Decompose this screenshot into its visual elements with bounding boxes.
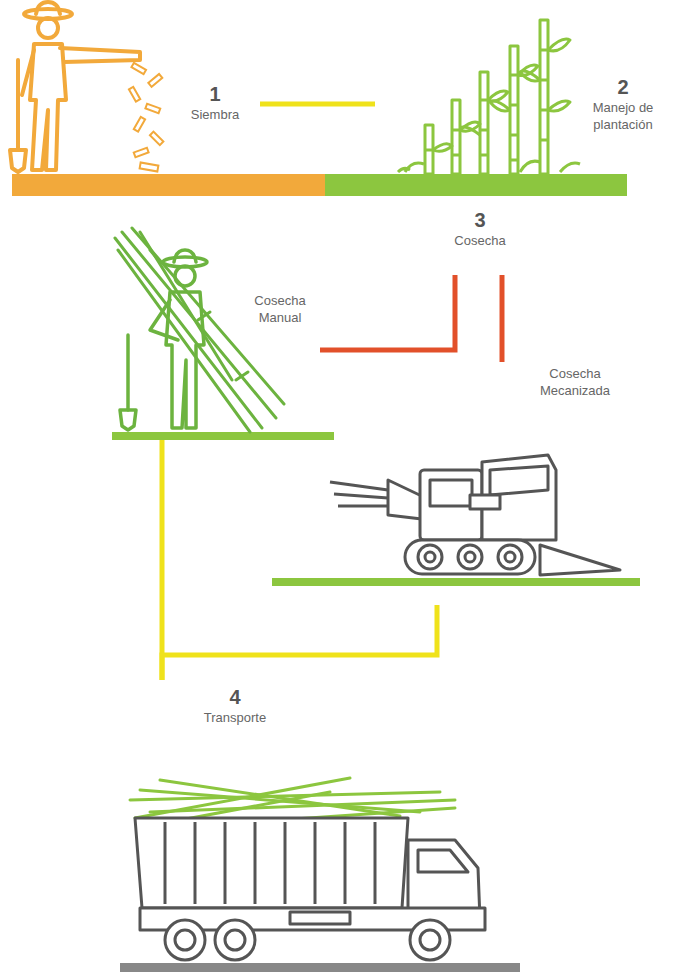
truck-slat — [284, 822, 287, 904]
step-label: Cosecha Manual — [240, 292, 320, 326]
text-group: 1Siembra — [175, 82, 255, 123]
step-label: Cosecha — [430, 232, 530, 249]
flow-connector — [320, 275, 455, 350]
text-group: 3Cosecha — [430, 208, 530, 249]
flow-connector — [160, 440, 165, 680]
flow-connector — [500, 275, 505, 362]
seed-pieces — [129, 63, 163, 172]
ground-bar — [12, 174, 325, 196]
truck — [135, 818, 485, 960]
stage-node: 2Manejo de plantación — [375, 15, 673, 195]
ground-bar — [120, 963, 520, 972]
stage-node: 1Siembra — [0, 0, 260, 196]
truck-slat — [314, 822, 317, 904]
step-label: Siembra — [175, 106, 255, 123]
truck-slat — [254, 822, 257, 904]
step-number: 4 — [160, 685, 310, 709]
step-number: 3 — [430, 208, 530, 232]
ground-bar — [325, 174, 627, 196]
step-number: 2 — [578, 75, 668, 99]
truck-slat — [224, 822, 227, 904]
text-group: 4Transporte — [160, 685, 310, 726]
branch-node: Cosecha Manual — [110, 255, 320, 440]
branch-node: Cosecha Mecanizada — [330, 362, 640, 590]
cane-bundle — [115, 228, 284, 432]
stage-node: 3Cosecha — [430, 205, 530, 272]
text-group: Cosecha Mecanizada — [525, 365, 625, 399]
harvester-machine — [330, 455, 620, 575]
cane-load — [130, 778, 455, 822]
text-group: 2Manejo de plantación — [578, 75, 668, 133]
farmer-figure — [10, 2, 140, 172]
ground-bar — [272, 578, 640, 586]
flow-connector — [260, 102, 375, 107]
truck-slat — [344, 822, 347, 904]
truck-slat — [194, 822, 197, 904]
step-label: Cosecha Mecanizada — [525, 365, 625, 399]
step-number: 1 — [175, 82, 255, 106]
cane-plants — [398, 20, 580, 174]
flow-connector — [162, 605, 437, 680]
step-label: Manejo de plantación — [578, 99, 668, 133]
stage-node: 4Transporte — [150, 680, 320, 745]
ground-bar — [112, 432, 334, 440]
truck-slat — [374, 822, 377, 904]
truck-slat — [164, 822, 167, 904]
step-label: Transporte — [160, 709, 310, 726]
text-group: Cosecha Manual — [240, 292, 320, 326]
